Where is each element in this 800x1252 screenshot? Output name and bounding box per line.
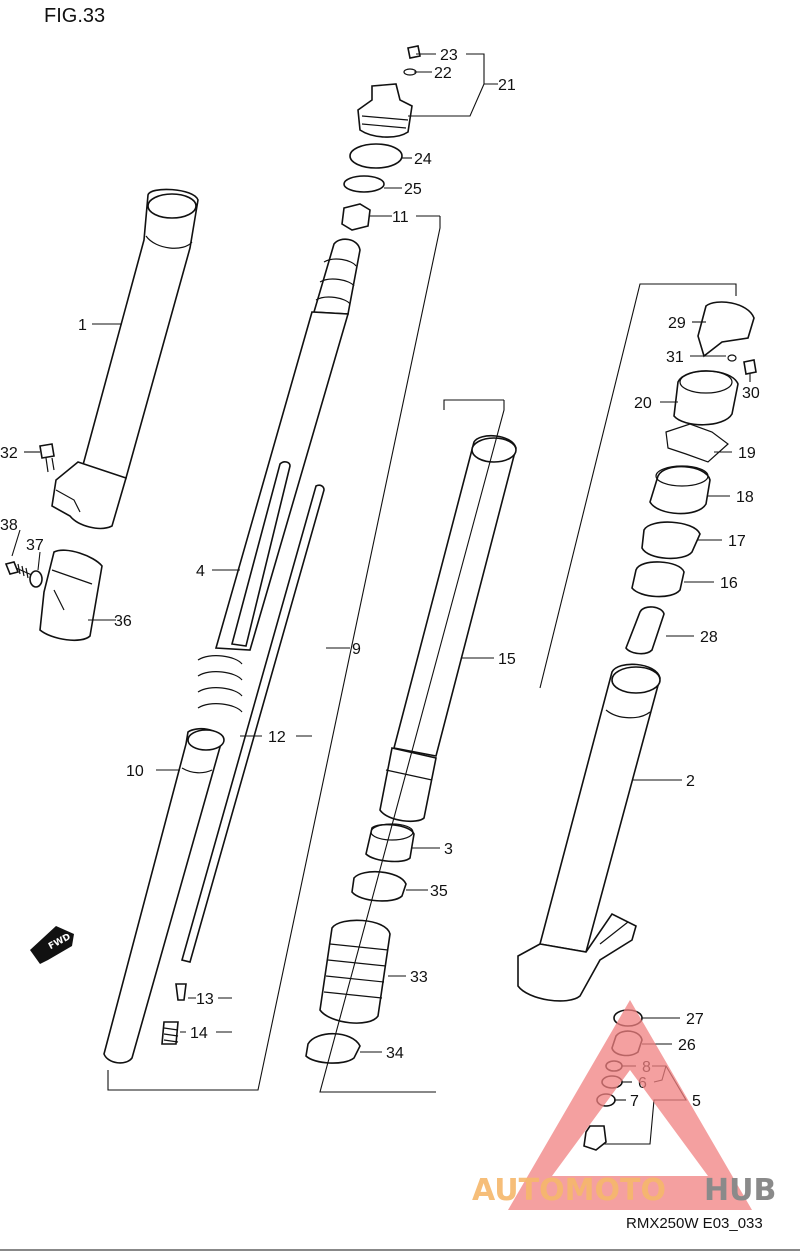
outer-tube-left	[51, 188, 199, 530]
part-label-1: 1	[78, 317, 87, 334]
part-label-22: 22	[434, 65, 452, 82]
clamp	[39, 549, 103, 642]
upper-parts-right	[625, 301, 757, 655]
figure-code: RMX250W E03_033	[626, 1215, 763, 1232]
watermark: AUTOMOTO HUB	[472, 1000, 776, 1210]
spring-and-rod	[181, 238, 361, 963]
part-label-7: 7	[630, 1093, 639, 1110]
bolt-32	[39, 443, 55, 473]
top-cap-assembly	[341, 45, 421, 231]
part-label-3: 3	[444, 841, 453, 858]
part-label-25: 25	[404, 181, 422, 198]
part-label-27: 27	[686, 1011, 704, 1028]
part-label-28: 28	[700, 629, 718, 646]
part-label-17: 17	[728, 533, 746, 550]
part-label-34: 34	[386, 1045, 404, 1062]
bracket-2	[539, 283, 737, 689]
part-label-33: 33	[410, 969, 428, 986]
part-label-2: 2	[686, 773, 695, 790]
watermark-text-left: AUTOMOTO	[472, 1173, 666, 1208]
watermark-triangle	[508, 1000, 752, 1210]
part-label-24: 24	[414, 151, 432, 168]
part-label-19: 19	[738, 445, 756, 462]
small-parts-13-14	[161, 983, 187, 1045]
part-label-36: 36	[114, 613, 132, 630]
part-label-16: 16	[720, 575, 738, 592]
part-label-11: 11	[392, 209, 409, 226]
part-label-20: 20	[634, 395, 652, 412]
part-label-23: 23	[440, 47, 458, 64]
bracket-9	[107, 216, 441, 1091]
part-labels: 1 2 3 4 5 6 7 8 9 10 11 12 13 14 15 16 1…	[0, 47, 760, 1110]
part-label-30: 30	[742, 385, 760, 402]
bracket-15	[319, 399, 505, 1093]
part-label-37: 37	[26, 537, 44, 554]
part-label-31: 31	[666, 349, 684, 366]
part-label-12: 12	[268, 729, 286, 746]
part-label-4: 4	[196, 563, 205, 580]
outer-tube-right	[517, 663, 661, 1002]
part-label-29: 29	[668, 315, 686, 332]
part-label-15: 15	[498, 651, 516, 668]
inner-tube-left	[103, 727, 225, 1064]
lower-parts-center	[305, 823, 415, 1064]
part-label-10: 10	[126, 763, 144, 780]
part-label-9: 9	[352, 641, 361, 658]
watermark-text-right: HUB	[704, 1173, 776, 1208]
part-label-5: 5	[692, 1093, 701, 1110]
part-label-32: 32	[0, 445, 18, 462]
part-label-21: 21	[498, 77, 516, 94]
part-label-38: 38	[0, 517, 18, 534]
screw-38	[4, 561, 43, 588]
part-label-13: 13	[196, 991, 214, 1008]
figure-title: FIG.33	[44, 5, 105, 27]
part-label-18: 18	[736, 489, 754, 506]
part-label-14: 14	[190, 1025, 208, 1042]
inner-tube-center	[379, 435, 517, 823]
part-label-26: 26	[678, 1037, 696, 1054]
part-label-35: 35	[430, 883, 448, 900]
forward-direction-badge: FWD	[30, 926, 74, 964]
